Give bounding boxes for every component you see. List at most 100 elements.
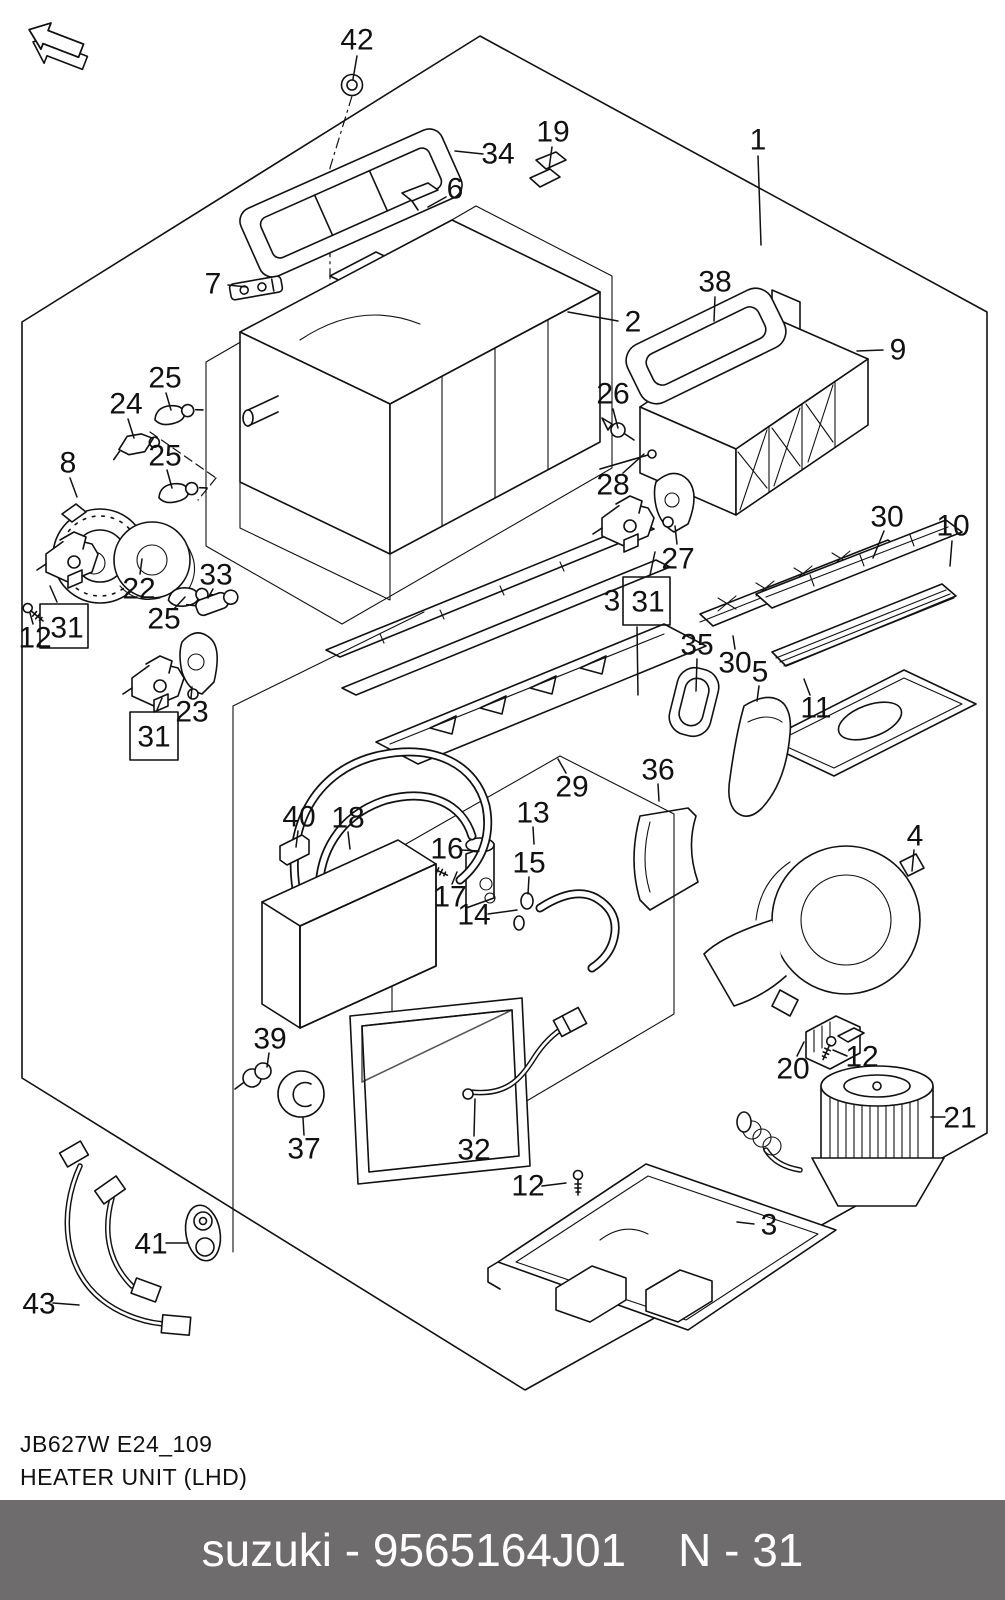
page-reference-text: N - 31 [678,1524,804,1576]
leader-line-31 [156,697,163,711]
leader-line-8 [69,477,78,498]
leader-line-40 [295,830,299,848]
leader-line-22 [139,558,143,575]
part-26-socket [610,422,626,438]
part-42-nut [340,73,364,97]
highlight-box [622,576,671,626]
part-11-case [761,669,977,777]
part-label-42: 42 [340,24,373,57]
part-7-bracket [228,275,284,301]
leader-line-20 [796,1041,805,1057]
leader-line-24 [127,418,135,439]
part-label-36: 36 [641,754,674,787]
part-12-screw [572,1169,584,1196]
leader-line-33 [207,588,214,599]
part-27-bracket [653,472,695,533]
part-label-37: 37 [287,1133,320,1166]
leader-line-23 [190,686,193,699]
part-41-grommet [184,1204,222,1262]
part-label-25: 25 [148,440,181,473]
part-24-socket [112,433,161,461]
part-15-oring [520,892,534,910]
part-label-38: 38 [698,266,731,299]
part-label-3: 3 [761,1209,778,1242]
leader-line-30 [872,530,885,559]
leader-line-36 [657,783,660,802]
part-25-bulb [155,475,210,507]
inner-box-line [232,611,425,707]
part-35-seal [668,666,720,738]
leader-line-25 [165,392,172,411]
leader-line-1 [757,155,762,246]
part-33-socket [185,589,239,617]
part-label-7: 7 [205,268,222,301]
leader-line-10 [949,540,953,567]
part-label-5: 5 [752,656,769,689]
part-label-35: 35 [680,629,713,662]
leader-line-6 [427,196,447,208]
leader-line-26 [612,408,619,429]
part-label-11: 11 [800,692,831,725]
leader-line-28 [622,453,645,474]
group-dash-line [149,431,217,479]
highlighted-part-label-31: 31 [137,721,170,754]
diagram-line-art: FWD [20,22,988,1391]
leader-line-12 [29,612,34,625]
part-number-bar: suzuki - 9565164J01 N - 31 [0,1500,1005,1600]
part-label-18: 18 [331,802,364,835]
part-label-33: 33 [199,559,232,592]
fwd-arrow-icon: FWD [28,22,89,71]
leader-line-3 [736,1221,755,1225]
leader-line-14 [487,909,518,915]
leader-line-29 [557,758,567,774]
part-label-26: 26 [596,378,629,411]
leader-line-11 [803,678,811,696]
part-37-grommet [277,1070,325,1118]
part-label-13: 13 [516,797,549,830]
leader-line-25 [166,469,173,489]
drawing-code-line1: JB627W E24_109 [20,1431,213,1457]
leader-line-42 [352,55,358,80]
leader-line-12 [832,1049,848,1057]
part-38-seal-ring [625,287,787,405]
part-label-20: 20 [776,1053,809,1086]
part-label-27: 27 [661,543,694,576]
part-label-30: 30 [870,501,903,534]
part-19-clamp [535,151,567,170]
part-40-bracket [279,834,310,866]
part-label-2: 2 [625,306,642,339]
part-label-25: 25 [148,362,181,395]
part-label-9: 9 [890,334,907,367]
leader-line-43 [52,1302,80,1306]
leader-line-38 [713,296,716,322]
part-22-fan-scroll [113,521,196,601]
leader-line-16 [460,849,480,852]
part-2-box [205,205,613,625]
leader-line-9 [856,349,884,352]
leader-line-25 [173,596,186,610]
part-36-seal [633,807,699,911]
part-43-harness [58,1140,192,1336]
leader-line-32 [473,1098,476,1137]
outer-boundary [21,35,988,1391]
leader-line-30 [732,635,736,650]
part-label-14: 14 [457,899,490,932]
part-label-1: 1 [750,124,767,157]
leader-line-27 [674,525,678,545]
part-18-heater-core [261,747,493,1029]
part-label-3: 3 [604,585,621,618]
leader-line-35 [695,658,698,692]
part-label-41: 41 [134,1228,167,1261]
part-label-17: 17 [433,881,466,914]
highlighted-part-label-31: 31 [631,586,664,619]
drawing-code-line2: HEATER UNIT (LHD) [20,1464,248,1490]
part-label-23: 23 [175,696,208,729]
part-number-text: suzuki - 9565164J01 [201,1524,627,1576]
part-label-39: 39 [253,1023,286,1056]
leader-line-37 [302,1117,305,1136]
leader-line-31 [636,626,639,696]
part-label-34: 34 [481,138,514,171]
leader-line-13 [532,826,535,845]
leader-line-31 [649,551,656,576]
